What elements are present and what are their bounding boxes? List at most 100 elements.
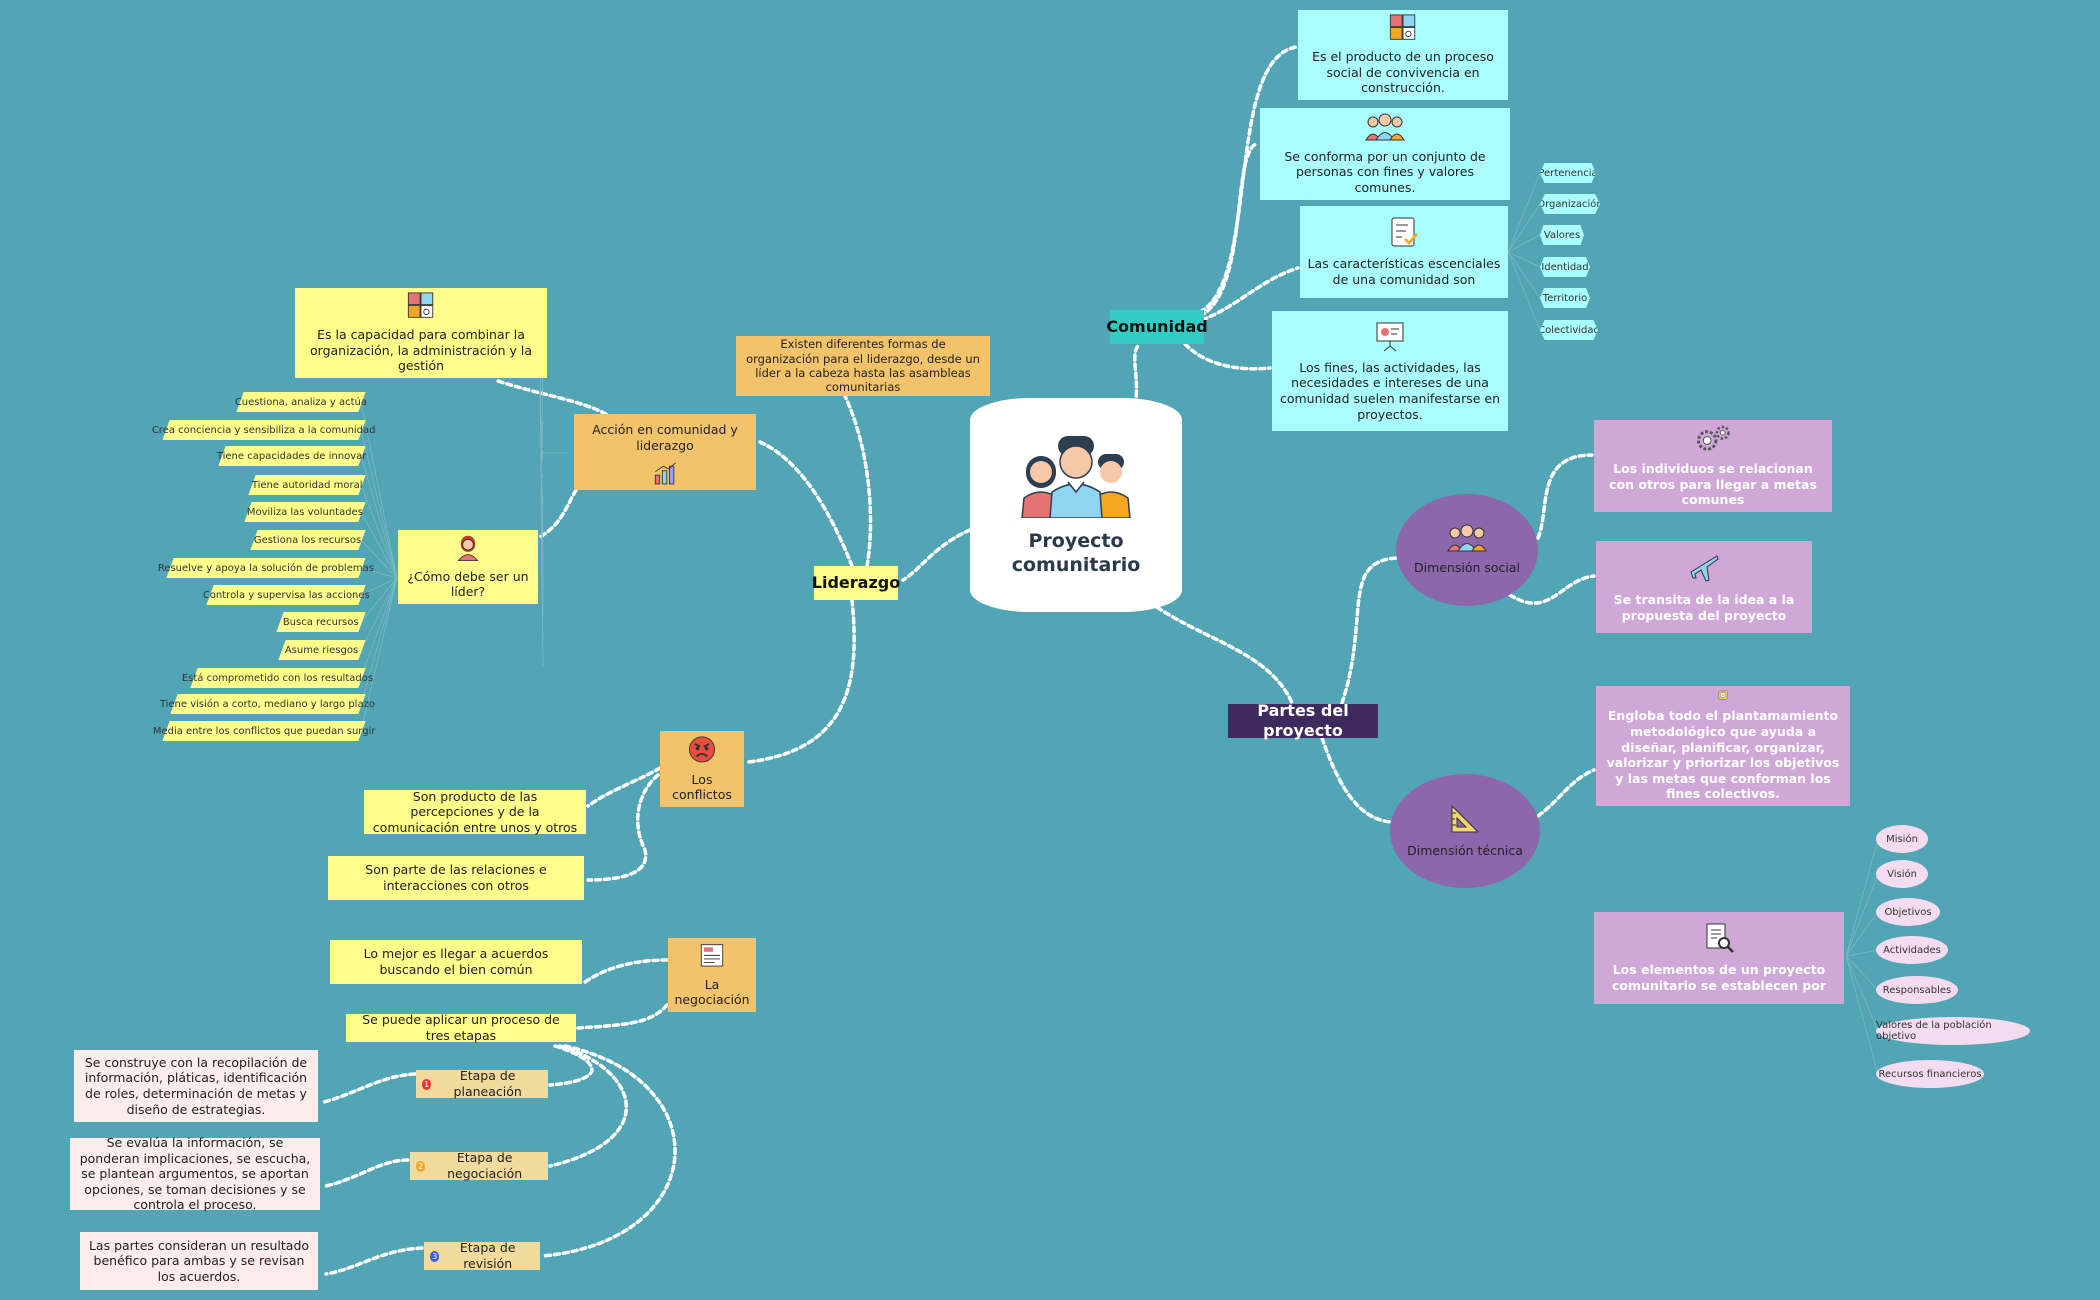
negociacion-acuerdos[interactable]: Lo mejor es llegar a acuerdos buscando e…	[330, 940, 582, 984]
elemento-objetivos[interactable]: Objetivos	[1876, 898, 1940, 926]
liderazgo-capacidad-text: Es la capacidad para combinar la organiz…	[310, 327, 532, 374]
step-three-icon: 3	[430, 1250, 440, 1262]
dimension-social-label: Dimensión social	[1413, 560, 1521, 576]
link-accion-lider	[538, 488, 578, 539]
community-people-icon	[1021, 436, 1131, 519]
cualidad-13[interactable]: Media entre los conflictos que puedan su…	[153, 721, 375, 741]
caracteristica-territorio[interactable]: Territorio	[1540, 288, 1590, 308]
central-node[interactable]: Proyecto comunitario	[970, 398, 1182, 612]
link-central-comunidad	[1133, 344, 1140, 407]
comunidad-topic-2-text: Se conforma por un conjunto de personas …	[1284, 148, 1486, 195]
cualidad-8[interactable]: Controla y supervisa las acciones	[203, 585, 369, 605]
etapa-planeacion[interactable]: 1 Etapa de planeación	[416, 1068, 548, 1099]
dimension-social-node[interactable]: Dimensión social	[1396, 494, 1538, 606]
link-proceso-etapa2	[548, 1044, 628, 1168]
cualidad-7[interactable]: Resuelve y apoya la solución de problema…	[158, 558, 374, 578]
dimension-tecnica-node[interactable]: Dimensión técnica	[1390, 774, 1540, 888]
cualidad-3[interactable]: Tiene capacidades de innovar	[217, 446, 367, 466]
comunidad-label: Comunidad	[1106, 317, 1208, 336]
conflicto-1[interactable]: Son producto de las percepciones y de la…	[364, 789, 586, 835]
liderazgo-formas[interactable]: Existen diferentes formas de organizació…	[736, 336, 990, 396]
link-proceso-etapa1	[548, 1044, 594, 1087]
caracteristica-colectividad[interactable]: Colectividad	[1540, 320, 1598, 340]
link-comunidad-2	[1198, 141, 1260, 318]
comunidad-topic-4-text: Los fines, las actividades, las necesida…	[1279, 359, 1501, 422]
etapa-revision-desc[interactable]: Las partes consideran un resultado benéf…	[80, 1232, 318, 1290]
cualidad-9[interactable]: Busca recursos	[276, 612, 366, 632]
como-lider-label: ¿Cómo debe ser un líder?	[407, 568, 529, 600]
link-tecnica-engloba	[1536, 768, 1596, 818]
checklist-icon	[1391, 217, 1418, 247]
social-individuos[interactable]: Los individuos se relacionan con otros p…	[1594, 420, 1832, 512]
step-one-icon: 1	[422, 1078, 432, 1090]
como-lider-node[interactable]: ¿Cómo debe ser un líder?	[398, 530, 538, 604]
cualidad-2[interactable]: Crea conciencia y sensibiliza a la comun…	[152, 420, 376, 440]
conflictos-node[interactable]: Los conflictos	[660, 731, 744, 807]
link-comunidad-3	[1200, 266, 1300, 322]
link-proceso-etapa3	[541, 1044, 677, 1258]
folder-icon	[1718, 690, 1728, 700]
partes-node[interactable]: Partes del proyecto	[1228, 701, 1378, 740]
caracteristica-valores[interactable]: Valores	[1540, 225, 1584, 245]
comunidad-topic-2[interactable]: Se conforma por un conjunto de personas …	[1260, 108, 1510, 200]
liderazgo-formas-text: Existen diferentes formas de organizació…	[746, 337, 980, 395]
set-square-icon	[1451, 804, 1480, 833]
cualidad-4[interactable]: Tiene autoridad moral	[248, 475, 366, 495]
negociacion-node[interactable]: La negociación	[668, 938, 756, 1012]
woman-avatar-icon	[457, 535, 479, 561]
partes-label: Partes del proyecto	[1257, 701, 1349, 740]
tecnica-engloba[interactable]: Engloba todo el plantamamiento metodológ…	[1596, 686, 1850, 806]
caracteristica-identidad[interactable]: Identidad	[1540, 257, 1590, 277]
cualidad-10[interactable]: Asume riesgos	[278, 640, 366, 660]
people-group-icon	[1365, 113, 1405, 141]
cualidad-12[interactable]: Tiene visión a corto, mediano y largo pl…	[160, 694, 376, 714]
liderazgo-capacidad[interactable]: Es la capacidad para combinar la organiz…	[295, 288, 547, 378]
link-central-partes	[1148, 600, 1295, 707]
presentation-icon	[1376, 322, 1404, 352]
comunidad-topic-1-text: Es el producto de un proceso social de c…	[1312, 49, 1494, 96]
people-group-icon	[1447, 524, 1487, 552]
elemento-responsables[interactable]: Responsables	[1876, 976, 1958, 1004]
link-partes-tecnica	[1320, 736, 1394, 824]
link-liderazgo-formas	[843, 394, 873, 568]
comunidad-topic-1[interactable]: Es el producto de un proceso social de c…	[1298, 10, 1508, 100]
dimension-tecnica-label: Dimensión técnica	[1407, 843, 1523, 859]
caracteristica-organizacion[interactable]: Organización	[1540, 194, 1600, 214]
link-liderazgo-accion	[758, 440, 854, 568]
link-comunidad-4	[1183, 342, 1272, 371]
link-social-transita	[1508, 574, 1596, 605]
cualidad-1[interactable]: Cuestiona, analiza y actúa	[235, 392, 367, 412]
elemento-actividades[interactable]: Actividades	[1876, 936, 1948, 964]
elemento-mision[interactable]: Misión	[1876, 825, 1928, 853]
puzzle-icon	[407, 292, 434, 318]
etapa-negociacion[interactable]: 2 Etapa de negociación	[410, 1150, 548, 1181]
cualidad-11[interactable]: Está comprometido con los resultados	[182, 668, 374, 688]
negociacion-proceso[interactable]: Se puede aplicar un proceso de tres etap…	[346, 1012, 576, 1043]
puzzle-icon	[1389, 14, 1416, 40]
tecnica-elementos[interactable]: Los elementos de un proyecto comunitario…	[1594, 912, 1844, 1004]
comunidad-node[interactable]: Comunidad	[1106, 310, 1208, 344]
gears-icon	[1696, 425, 1730, 451]
etapa-planeacion-desc[interactable]: Se construye con la recopilación de info…	[74, 1050, 318, 1122]
accion-liderazgo-label: Acción en comunidad y liderazgo	[592, 422, 738, 453]
liderazgo-node[interactable]: Liderazgo	[811, 566, 901, 600]
comunidad-topic-3[interactable]: Las características escenciales de una c…	[1300, 206, 1508, 298]
cualidad-5[interactable]: Moviliza las voluntades	[244, 502, 366, 522]
etapa-revision[interactable]: 3 Etapa de revisión	[424, 1240, 540, 1271]
social-transita[interactable]: Se transita de la idea a la propuesta de…	[1596, 541, 1812, 633]
elemento-recursos[interactable]: Recursos financieros	[1876, 1060, 1984, 1088]
step-two-icon: 2	[416, 1160, 426, 1172]
accion-liderazgo-node[interactable]: Acción en comunidad y liderazgo	[574, 414, 756, 490]
elemento-valores-poblacion[interactable]: Valores de la población objetivo	[1876, 1017, 2030, 1045]
conflicto-2[interactable]: Son parte de las relaciones e interaccio…	[328, 856, 584, 900]
etapa-negociacion-desc[interactable]: Se evalúa la información, se ponderan im…	[70, 1135, 320, 1212]
comunidad-topic-4[interactable]: Los fines, las actividades, las necesida…	[1272, 311, 1508, 431]
elemento-vision[interactable]: Visión	[1876, 860, 1928, 888]
cualidad-6[interactable]: Gestiona los recursos	[250, 530, 366, 550]
liderazgo-label: Liderazgo	[811, 573, 901, 592]
link-liderazgo-conflictos	[746, 598, 856, 764]
link-conflictos-2	[586, 773, 660, 882]
negociacion-label: La negociación	[674, 976, 750, 1008]
caracteristica-pertenencia[interactable]: Pertenencia	[1540, 163, 1596, 183]
